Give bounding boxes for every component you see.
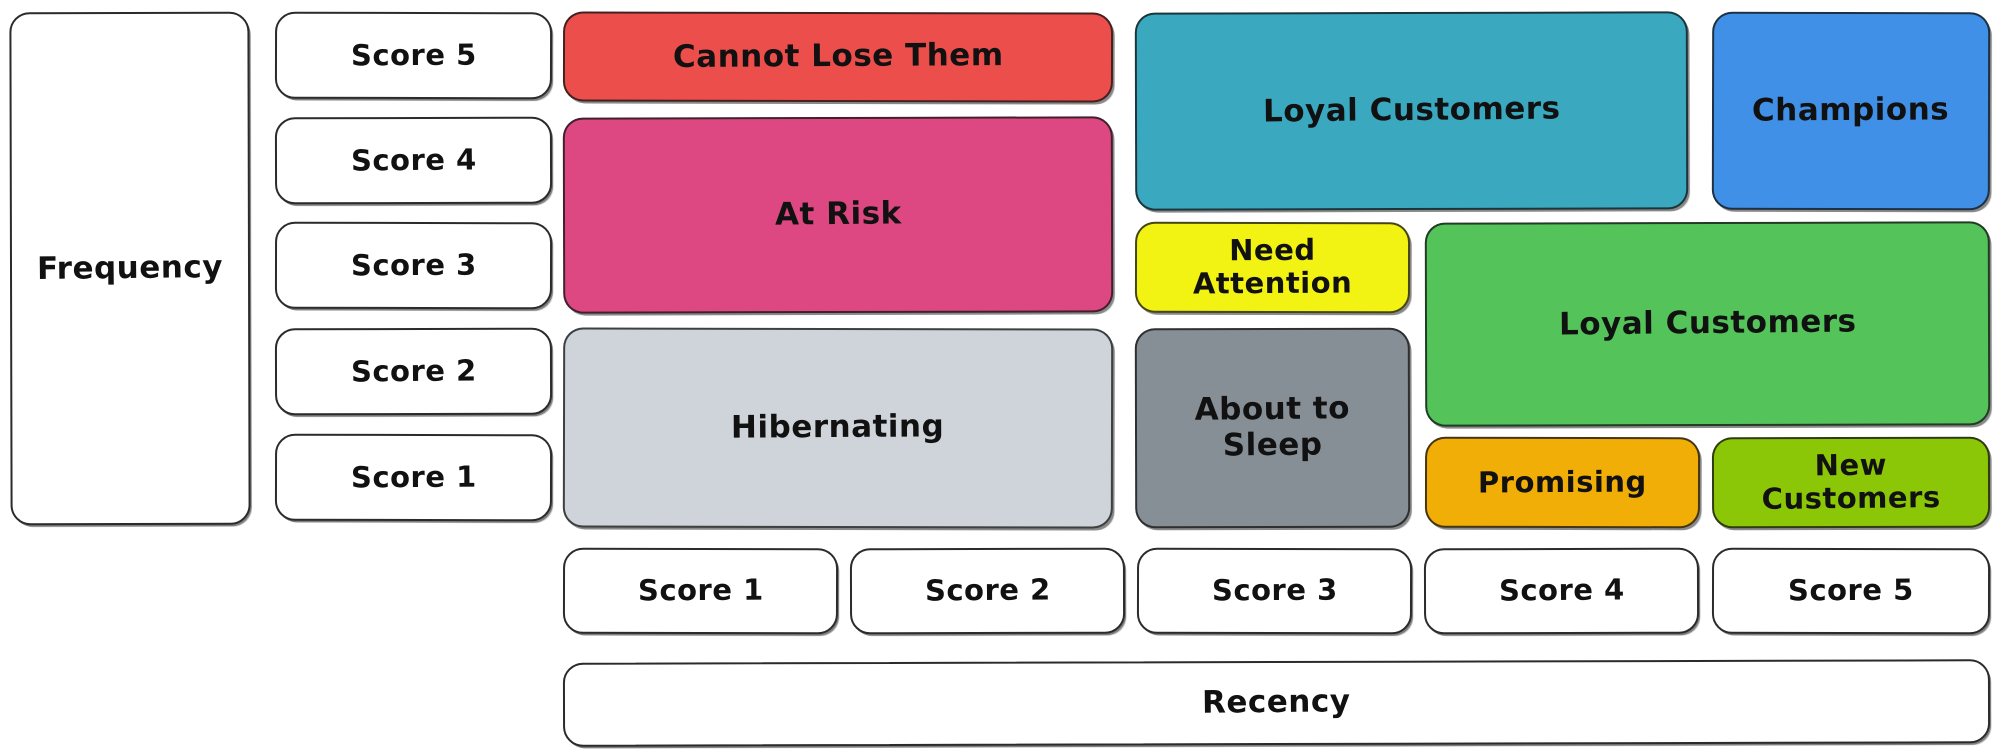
- axis-frequency-label: Frequency: [36, 248, 224, 287]
- segment-cannot-lose-them: Cannot Lose Them: [562, 11, 1114, 103]
- segment-cannot-lose-them-label: Cannot Lose Them: [672, 37, 1004, 76]
- recency-score-3: Score 3: [1136, 547, 1413, 635]
- recency-score-2-label: Score 2: [924, 572, 1051, 608]
- segment-champions-label: Champions: [1752, 91, 1950, 129]
- axis-recency-label: Recency: [1202, 683, 1351, 721]
- segment-promising: Promising: [1424, 436, 1701, 529]
- axis-label-recency: Recency: [562, 659, 1991, 747]
- segment-loyal-customers-teal-label: Loyal Customers: [1262, 90, 1561, 130]
- recency-score-4-label: Score 4: [1498, 572, 1625, 608]
- recency-score-4: Score 4: [1423, 547, 1700, 635]
- segment-at-risk: At Risk: [562, 116, 1114, 314]
- recency-score-3-label: Score 3: [1211, 572, 1338, 608]
- frequency-score-5: Score 5: [274, 11, 553, 100]
- frequency-score-4: Score 4: [274, 116, 553, 205]
- frequency-score-2: Score 2: [274, 327, 553, 416]
- frequency-score-3: Score 3: [274, 221, 553, 310]
- segment-need-attention-label: Need Attention: [1192, 232, 1353, 301]
- segment-new-customers: New Customers: [1711, 436, 1991, 529]
- recency-score-1-label: Score 1: [637, 572, 764, 608]
- frequency-score-1: Score 1: [274, 433, 553, 522]
- segment-at-risk-label: At Risk: [774, 195, 902, 233]
- recency-score-1: Score 1: [562, 547, 839, 635]
- recency-score-2: Score 2: [849, 547, 1126, 635]
- segment-champions: Champions: [1711, 11, 1991, 211]
- frequency-score-4-label: Score 4: [350, 142, 477, 178]
- segment-need-attention: Need Attention: [1134, 221, 1411, 314]
- segment-loyal-customers-green-label: Loyal Customers: [1558, 303, 1857, 343]
- frequency-score-2-label: Score 2: [350, 353, 477, 389]
- segment-promising-label: Promising: [1478, 464, 1647, 500]
- segment-loyal-customers-green: Loyal Customers: [1424, 221, 1991, 427]
- segment-about-to-sleep-label: About to Sleep: [1194, 390, 1351, 464]
- frequency-score-1-label: Score 1: [350, 459, 477, 495]
- segment-hibernating-label: Hibernating: [731, 408, 945, 446]
- segment-loyal-customers-teal: Loyal Customers: [1134, 11, 1689, 211]
- segment-new-customers-label: New Customers: [1761, 447, 1941, 517]
- frequency-score-3-label: Score 3: [350, 247, 477, 283]
- segment-about-to-sleep: About to Sleep: [1134, 327, 1411, 529]
- recency-score-5-label: Score 5: [1788, 572, 1914, 608]
- frequency-score-5-label: Score 5: [350, 37, 477, 73]
- segment-hibernating: Hibernating: [562, 327, 1114, 529]
- recency-score-5: Score 5: [1711, 547, 1991, 635]
- axis-label-frequency: Frequency: [9, 11, 251, 526]
